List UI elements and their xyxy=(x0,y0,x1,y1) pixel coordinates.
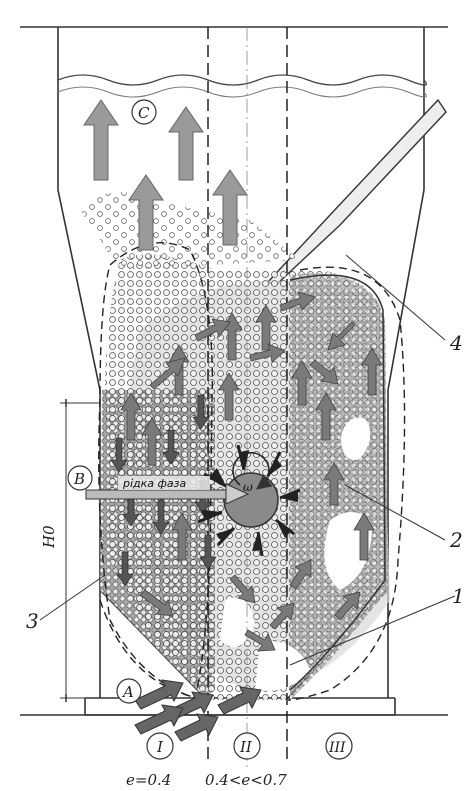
porosity-label-zone-I: e=0.4 xyxy=(126,771,171,789)
zone-label-C: C xyxy=(132,100,156,124)
sparse-granules-freeboard xyxy=(80,192,300,270)
zone-label-III: III xyxy=(326,733,352,759)
callout-1: 1 xyxy=(452,584,465,608)
svg-text:III: III xyxy=(328,740,346,756)
callout-4: 4 xyxy=(449,331,463,355)
svg-text:B: B xyxy=(73,470,85,488)
height-dimension xyxy=(60,403,100,698)
height-label: H0 xyxy=(40,525,58,549)
free-surface-line xyxy=(58,75,426,85)
liquid-phase-label: рідка фаза xyxy=(122,477,187,490)
zone-label-II: II xyxy=(234,733,260,759)
zone-label-A: A xyxy=(117,679,141,703)
svg-text:II: II xyxy=(239,738,253,756)
callout-2: 2 xyxy=(449,528,463,552)
svg-text:A: A xyxy=(121,683,134,701)
zone-label-B: B xyxy=(68,466,92,490)
svg-text:C: C xyxy=(138,104,150,122)
zone-label-I: I xyxy=(147,733,173,759)
porosity-label-zone-II: 0.4<e<0.7 xyxy=(205,771,287,789)
callout-3: 3 xyxy=(26,609,39,633)
svg-text:I: I xyxy=(156,738,164,756)
